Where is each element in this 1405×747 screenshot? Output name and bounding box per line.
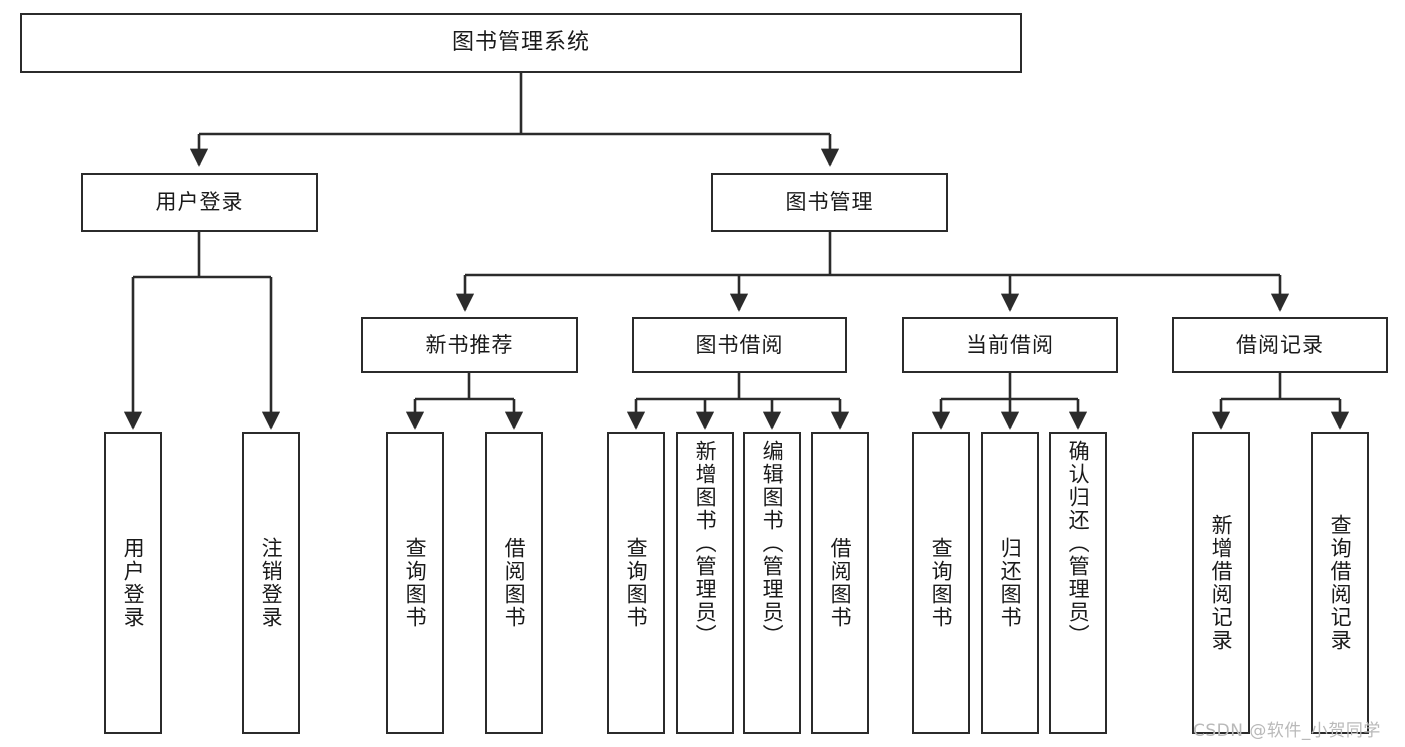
node-leaf-query-book-recommend[interactable]: 查询图书 [386, 432, 444, 734]
node-label: 借阅记录 [1236, 332, 1324, 357]
node-label: 当前借阅 [966, 332, 1054, 357]
node-book-management[interactable]: 图书管理 [711, 173, 948, 232]
node-label: 借阅图书 [502, 537, 527, 629]
node-label: 图书借阅 [695, 332, 784, 357]
node-leaf-logout-login[interactable]: 注销登录 [242, 432, 300, 734]
node-leaf-query-book-current[interactable]: 查询图书 [912, 432, 970, 734]
node-label: 查询图书 [403, 537, 428, 629]
node-label: 图书管理系统 [451, 30, 590, 56]
node-leaf-borrow-book[interactable]: 借阅图书 [811, 432, 869, 734]
node-leaf-return-book[interactable]: 归还图书 [981, 432, 1039, 734]
node-borrow-record[interactable]: 借阅记录 [1172, 317, 1388, 373]
node-current-borrow[interactable]: 当前借阅 [902, 317, 1118, 373]
node-leaf-confirm-return-admin[interactable]: 确认归还（管理员） [1049, 432, 1107, 734]
node-leaf-user-login[interactable]: 用户登录 [104, 432, 162, 734]
node-label: 确认归还（管理员） [1066, 440, 1091, 647]
node-new-book-recommend[interactable]: 新书推荐 [361, 317, 578, 373]
node-label: 用户登录 [121, 537, 146, 629]
node-label: 编辑图书（管理员） [760, 440, 785, 647]
node-label: 新增图书（管理员） [693, 440, 718, 647]
node-book-borrow[interactable]: 图书借阅 [632, 317, 847, 373]
node-label: 借阅图书 [828, 537, 853, 629]
node-label: 归还图书 [998, 537, 1023, 629]
node-leaf-borrow-book-recommend[interactable]: 借阅图书 [485, 432, 543, 734]
node-label: 注销登录 [259, 537, 284, 629]
node-root-book-management-system[interactable]: 图书管理系统 [20, 13, 1022, 73]
node-label: 新书推荐 [425, 332, 514, 357]
node-label: 图书管理 [785, 190, 874, 215]
node-label: 用户登录 [155, 190, 244, 215]
node-label: 查询图书 [624, 537, 649, 629]
node-user-login[interactable]: 用户登录 [81, 173, 318, 232]
csdn-watermark: CSDN @软件_小贺同学 [1193, 721, 1381, 741]
node-leaf-add-book-admin[interactable]: 新增图书（管理员） [676, 432, 734, 734]
node-leaf-query-borrow-record[interactable]: 查询借阅记录 [1311, 432, 1369, 734]
node-label: 新增借阅记录 [1209, 514, 1234, 652]
node-label: 查询借阅记录 [1328, 514, 1353, 652]
node-leaf-query-book-borrow[interactable]: 查询图书 [607, 432, 665, 734]
node-leaf-edit-book-admin[interactable]: 编辑图书（管理员） [743, 432, 801, 734]
node-label: 查询图书 [929, 537, 954, 629]
node-leaf-add-borrow-record[interactable]: 新增借阅记录 [1192, 432, 1250, 734]
